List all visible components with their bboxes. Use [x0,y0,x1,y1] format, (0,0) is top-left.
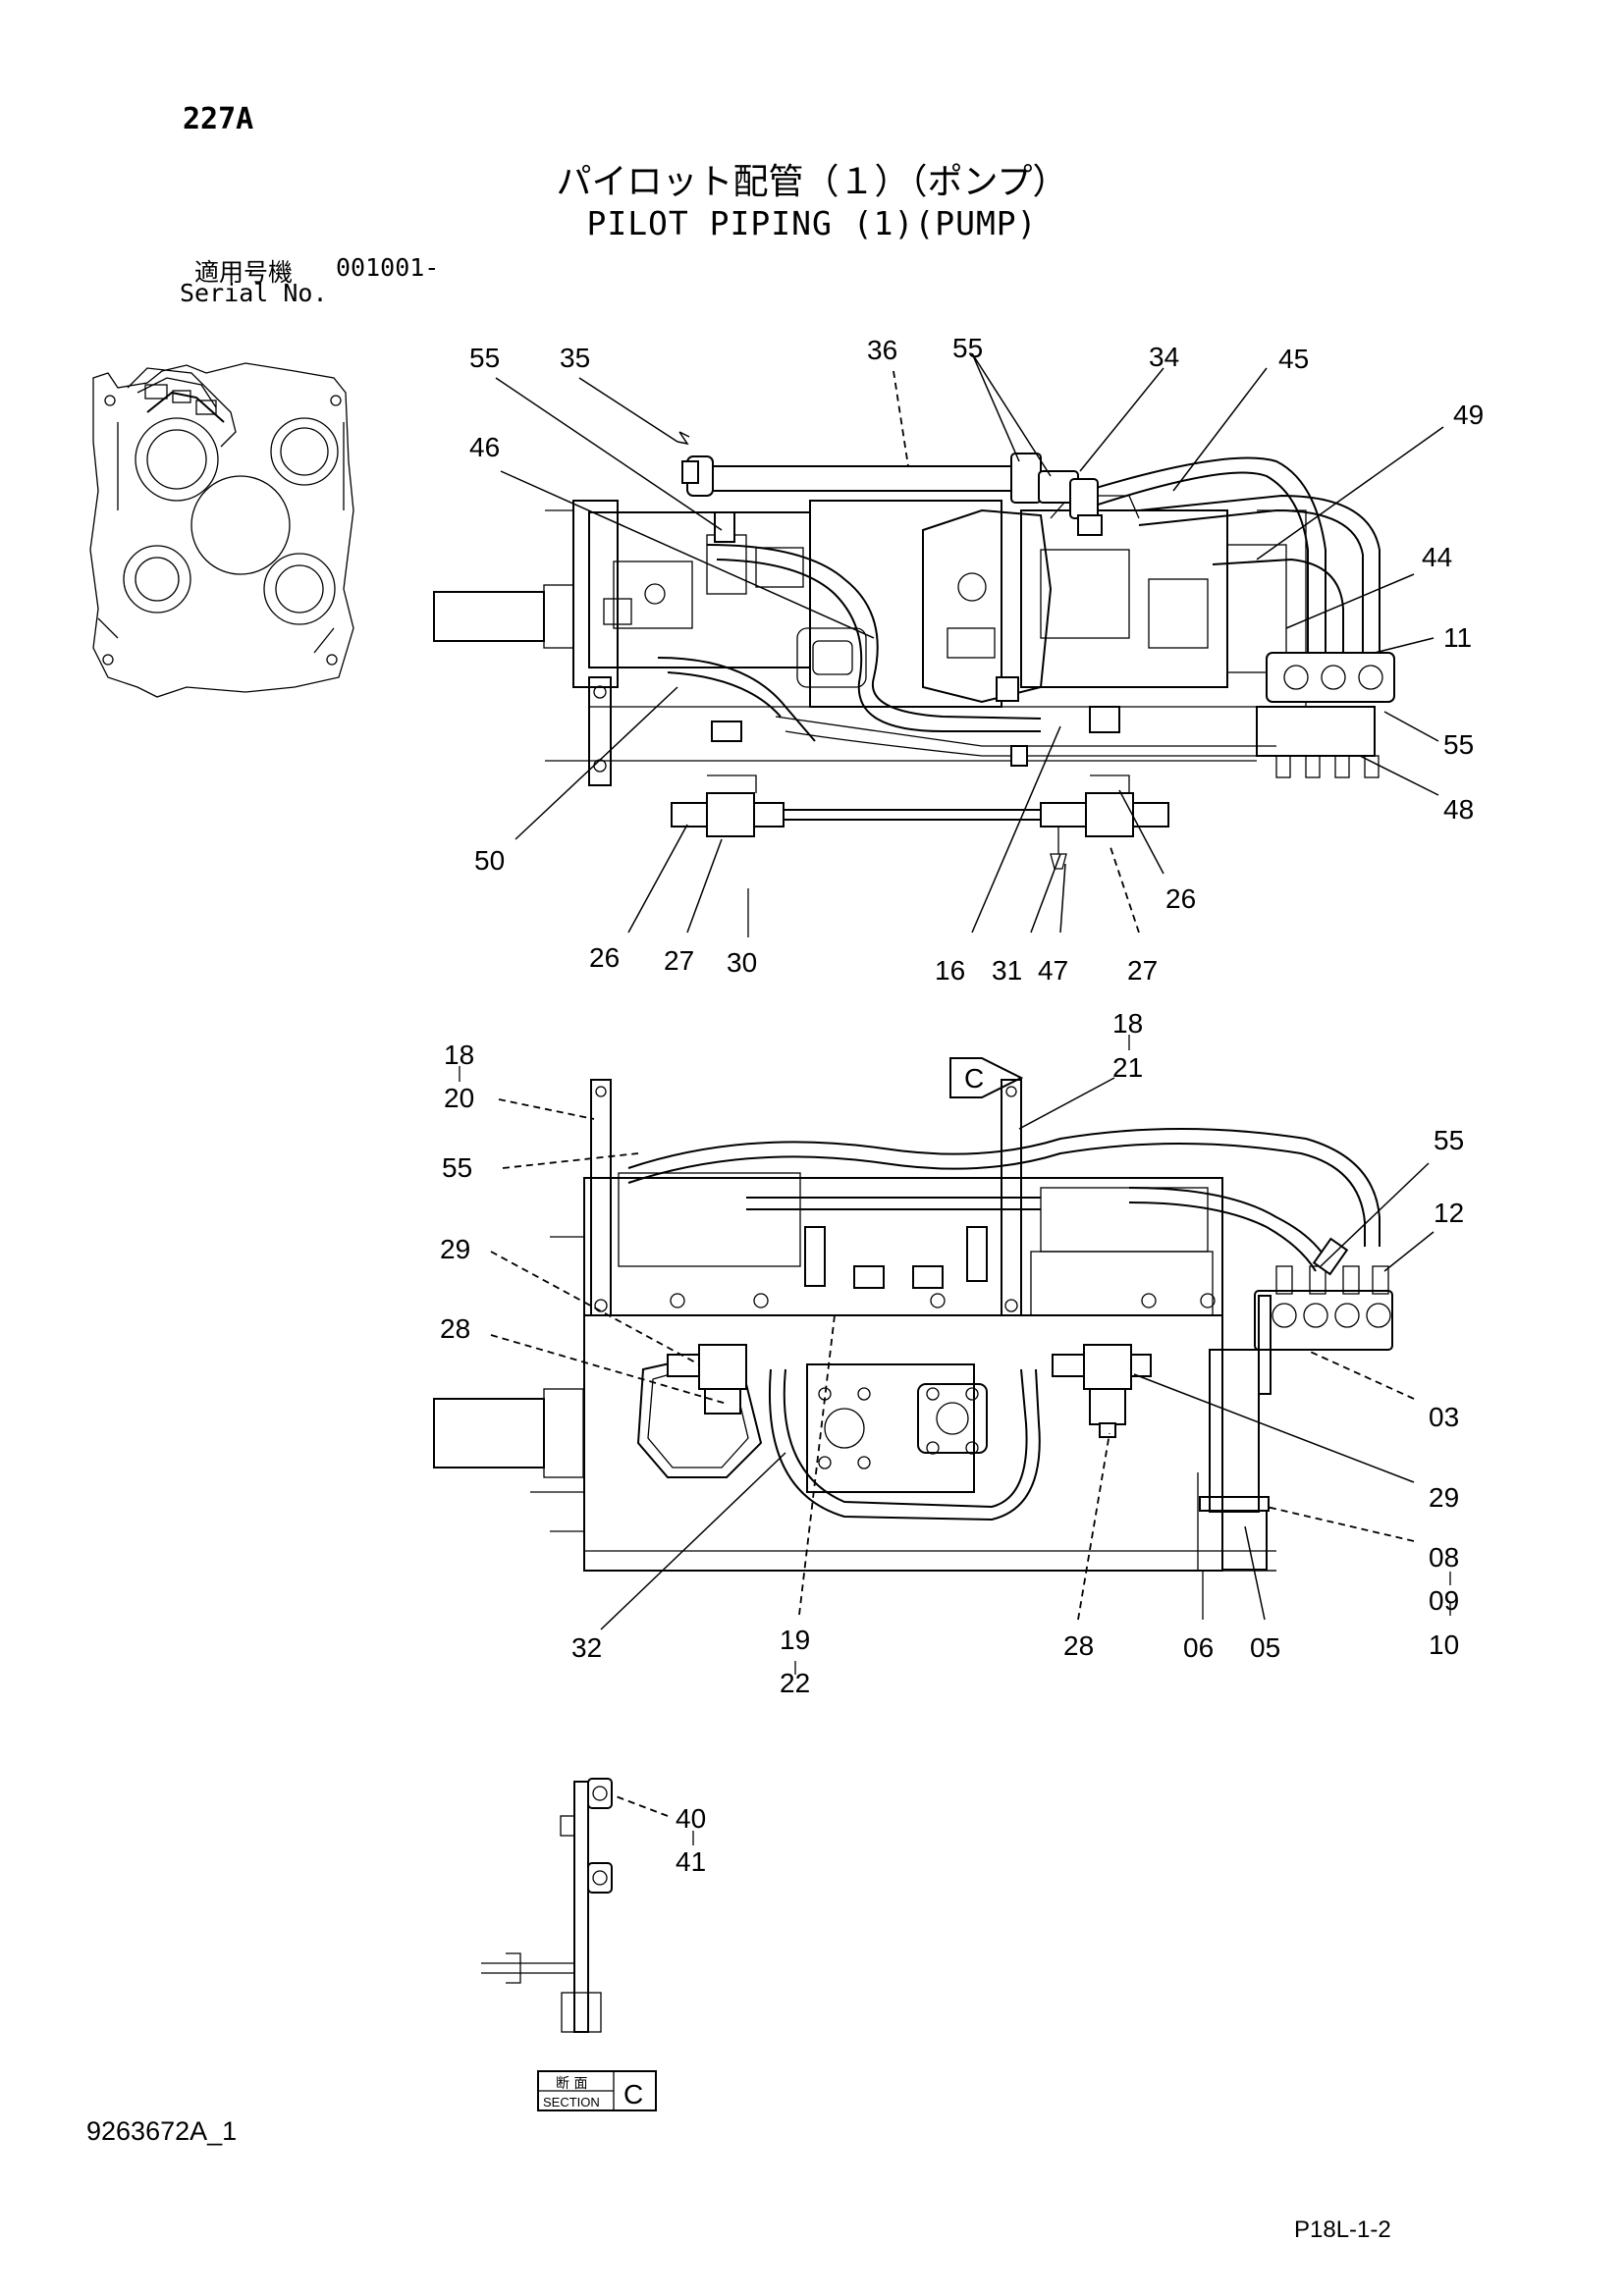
callout-08: 08 [1429,1542,1459,1573]
key-plan [89,362,354,698]
callout-45: 45 [1278,344,1309,374]
page-reference: P18L-1-2 [1294,2216,1391,2243]
callout-12: 12 [1434,1198,1464,1228]
pressure-sensor-side-right [1083,1344,1132,1390]
callout-48: 48 [1443,794,1474,825]
pressure-sensor-side-left [698,1344,747,1390]
callout-27: 27 [664,945,694,976]
callout-22: 22 [780,1668,810,1698]
section-box-letter: C [623,2079,643,2109]
section-arrow-letter: C [964,1063,984,1094]
callout-10: 10 [1429,1629,1459,1660]
title-english: PILOT PIPING (1)(PUMP) [586,204,1038,242]
callout-29: 29 [440,1234,470,1264]
callout-29: 29 [1429,1482,1459,1513]
side-view [433,1079,1393,1572]
callout-03: 03 [1429,1402,1459,1432]
callout-32: 32 [571,1632,602,1663]
callout-55: 55 [442,1152,472,1183]
callout-28: 28 [440,1313,470,1344]
section-box-jp: 断 面 [556,2076,587,2092]
serial-value: 001001- [336,253,440,282]
callout-21: 21 [1112,1052,1143,1083]
callout-numbers: 55 35 36 55 34 45 49 46 44 11 55 48 50 2… [440,333,1484,1877]
callout-20: 20 [444,1083,474,1113]
callout-19: 19 [780,1625,810,1655]
callout-26: 26 [1165,883,1196,914]
title-japanese: パイロット配管（１）（ポンプ） [556,162,1068,202]
callout-55: 55 [1443,729,1474,760]
pressure-sensor-right [1085,792,1134,837]
callout-06: 06 [1183,1632,1214,1663]
top-view [433,453,1395,870]
leader-lines [459,352,1451,1845]
callout-09: 09 [1429,1585,1459,1616]
serial-label-english: Serial No. [180,279,328,307]
callout-55: 55 [469,343,500,373]
support-bar-left [590,1079,612,1316]
callout-27: 27 [1127,955,1158,986]
callout-18: 18 [1112,1008,1143,1039]
sheet-id: 227A [183,102,254,136]
manifold-block [1254,1290,1393,1351]
callout-11: 11 [1443,622,1472,653]
callout-16: 16 [935,955,965,986]
callout-31: 31 [992,955,1022,986]
section-view [481,1778,613,2033]
callout-41: 41 [676,1846,706,1877]
drive-shaft [433,591,545,642]
callout-34: 34 [1149,342,1179,372]
document-number: 9263672A_1 [86,2116,238,2146]
rear-pump-body [1020,509,1228,688]
callout-30: 30 [727,947,757,978]
serial-label-japanese: 適用号機 [194,258,294,287]
callout-35: 35 [560,343,590,373]
callout-50: 50 [474,845,505,876]
drive-shaft-side [433,1398,545,1468]
callout-55: 55 [952,333,983,363]
callout-40: 40 [676,1803,706,1834]
callout-28: 28 [1063,1630,1094,1661]
support-bar-right [1001,1079,1022,1316]
callout-26: 26 [589,942,620,973]
callout-46: 46 [469,432,500,462]
callout-47: 47 [1038,955,1068,986]
callout-18: 18 [444,1040,474,1070]
callout-05: 05 [1250,1632,1280,1663]
callout-55: 55 [1434,1125,1464,1155]
callout-36: 36 [867,335,897,365]
section-label-box: 断 面 SECTION C [537,2070,657,2111]
callout-49: 49 [1453,400,1484,430]
front-pump-body [588,511,811,668]
section-box-en: SECTION [543,2095,600,2109]
section-arrow-c: C [949,1057,1024,1098]
callout-44: 44 [1422,542,1452,572]
pressure-sensor-left [706,792,755,837]
